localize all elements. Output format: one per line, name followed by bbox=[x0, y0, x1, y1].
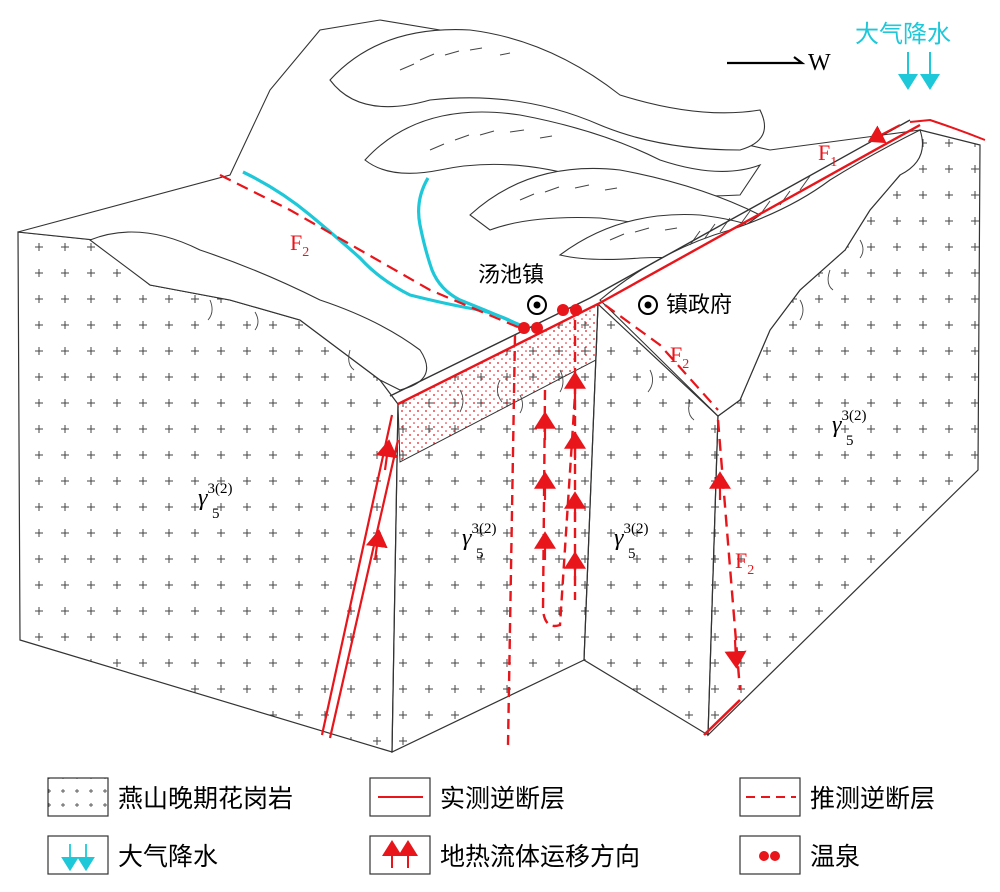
svg-text:5: 5 bbox=[628, 546, 636, 562]
fault-f1-measured bbox=[397, 123, 921, 406]
svg-text:γ3(2): γ3(2) bbox=[462, 521, 496, 551]
fault-f1-dip bbox=[320, 414, 400, 739]
svg-text:F2: F2 bbox=[735, 548, 754, 578]
fault-f1-top bbox=[909, 118, 986, 141]
legend: 燕山晚期花岗岩 实测逆断层 推测逆断层 大气降水 地热流体运移方向 温泉 bbox=[47, 777, 935, 875]
granite-labels: γ3(2) 5 γ3(2) 5 γ3(2) 5 γ3(2) 5 bbox=[198, 408, 866, 562]
slope-lobe-left bbox=[88, 231, 428, 391]
government-marker bbox=[638, 295, 658, 315]
precipitation-label: 大气降水 bbox=[855, 20, 951, 48]
legend-flow-swatch bbox=[369, 835, 431, 875]
svg-text:γ3(2): γ3(2) bbox=[614, 521, 648, 551]
fault-f1-ridge-outline bbox=[389, 119, 911, 397]
block-faces bbox=[17, 129, 981, 753]
svg-text:5: 5 bbox=[846, 433, 854, 449]
precipitation: 大气降水 bbox=[855, 20, 951, 90]
flow-arrows bbox=[365, 371, 747, 669]
ridge-2 bbox=[364, 111, 762, 197]
fault-labels: F2 F2 F2 F1 bbox=[290, 140, 837, 578]
fault-f2-inferred-top bbox=[219, 174, 521, 330]
svg-text:5: 5 bbox=[212, 506, 220, 522]
legend-flow-label: 地热流体运移方向 bbox=[440, 842, 640, 871]
fault-f1-arrow bbox=[867, 124, 901, 144]
river-branch bbox=[417, 177, 521, 327]
legend-inferred-label: 推测逆断层 bbox=[810, 784, 935, 813]
hot-spring-2 bbox=[557, 304, 582, 316]
legend-spring-swatch bbox=[739, 835, 801, 875]
flow-loop-mid bbox=[541, 389, 577, 628]
rivers bbox=[242, 170, 524, 330]
svg-text:γ3(2): γ3(2) bbox=[198, 481, 232, 511]
town-label: 汤池镇 bbox=[478, 263, 544, 288]
legend-granite-label: 燕山晚期花岗岩 bbox=[118, 784, 293, 813]
svg-text:F1: F1 bbox=[818, 140, 837, 170]
legend-measured-label: 实测逆断层 bbox=[440, 784, 565, 813]
fault-f2-inferred-right bbox=[604, 304, 719, 411]
town-marker bbox=[527, 295, 547, 315]
right-ridge-rim bbox=[599, 129, 924, 417]
svg-text:5: 5 bbox=[476, 546, 484, 562]
legend-precip-label: 大气降水 bbox=[118, 842, 218, 871]
legend-spring-label: 温泉 bbox=[810, 842, 860, 871]
faults bbox=[219, 118, 986, 739]
direction-arrow: W bbox=[727, 50, 831, 76]
hot-springs bbox=[518, 304, 582, 334]
direction-label: W bbox=[808, 50, 831, 76]
svg-text:F2: F2 bbox=[290, 230, 309, 260]
hot-spring-1 bbox=[518, 322, 543, 334]
flow-loop-outer bbox=[506, 334, 517, 746]
ridge-1 bbox=[329, 29, 765, 151]
government-label: 镇政府 bbox=[666, 293, 732, 318]
fault-f2-base bbox=[703, 699, 741, 736]
svg-text:F2: F2 bbox=[670, 342, 689, 372]
terrain-surface bbox=[17, 19, 924, 421]
fault-f2-inferred-dip bbox=[716, 419, 742, 691]
legend-precip-swatch bbox=[47, 835, 109, 875]
legend-granite-swatch bbox=[47, 777, 109, 817]
svg-text:γ3(2): γ3(2) bbox=[832, 408, 866, 438]
